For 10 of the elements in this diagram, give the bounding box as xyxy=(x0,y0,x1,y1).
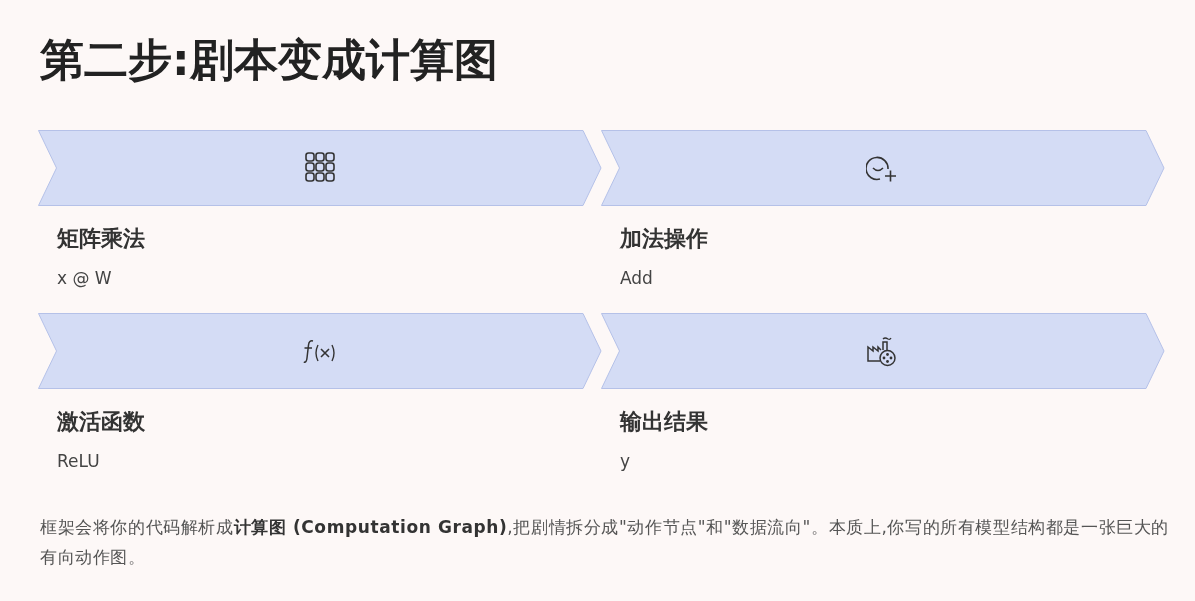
step-heading: 加法操作 xyxy=(620,225,708,253)
step-description: Add xyxy=(620,267,653,289)
step-heading: 矩阵乘法 xyxy=(57,225,145,253)
page-title: 第二步:剧本变成计算图 xyxy=(40,33,498,87)
step-description: x @ W xyxy=(57,267,112,289)
caption-paragraph: 框架会将你的代码解析成计算图 (Computation Graph),把剧情拆分成"动作节点"和"数据流向"。本质上,你写的所有模型结构都是一张巨大的有向动作图。 xyxy=(40,516,1170,569)
step-description: y xyxy=(620,450,631,472)
step-heading: 输出结果 xyxy=(620,408,708,436)
step-description: ReLU xyxy=(57,450,100,472)
step-heading: 激活函数 xyxy=(57,408,145,436)
